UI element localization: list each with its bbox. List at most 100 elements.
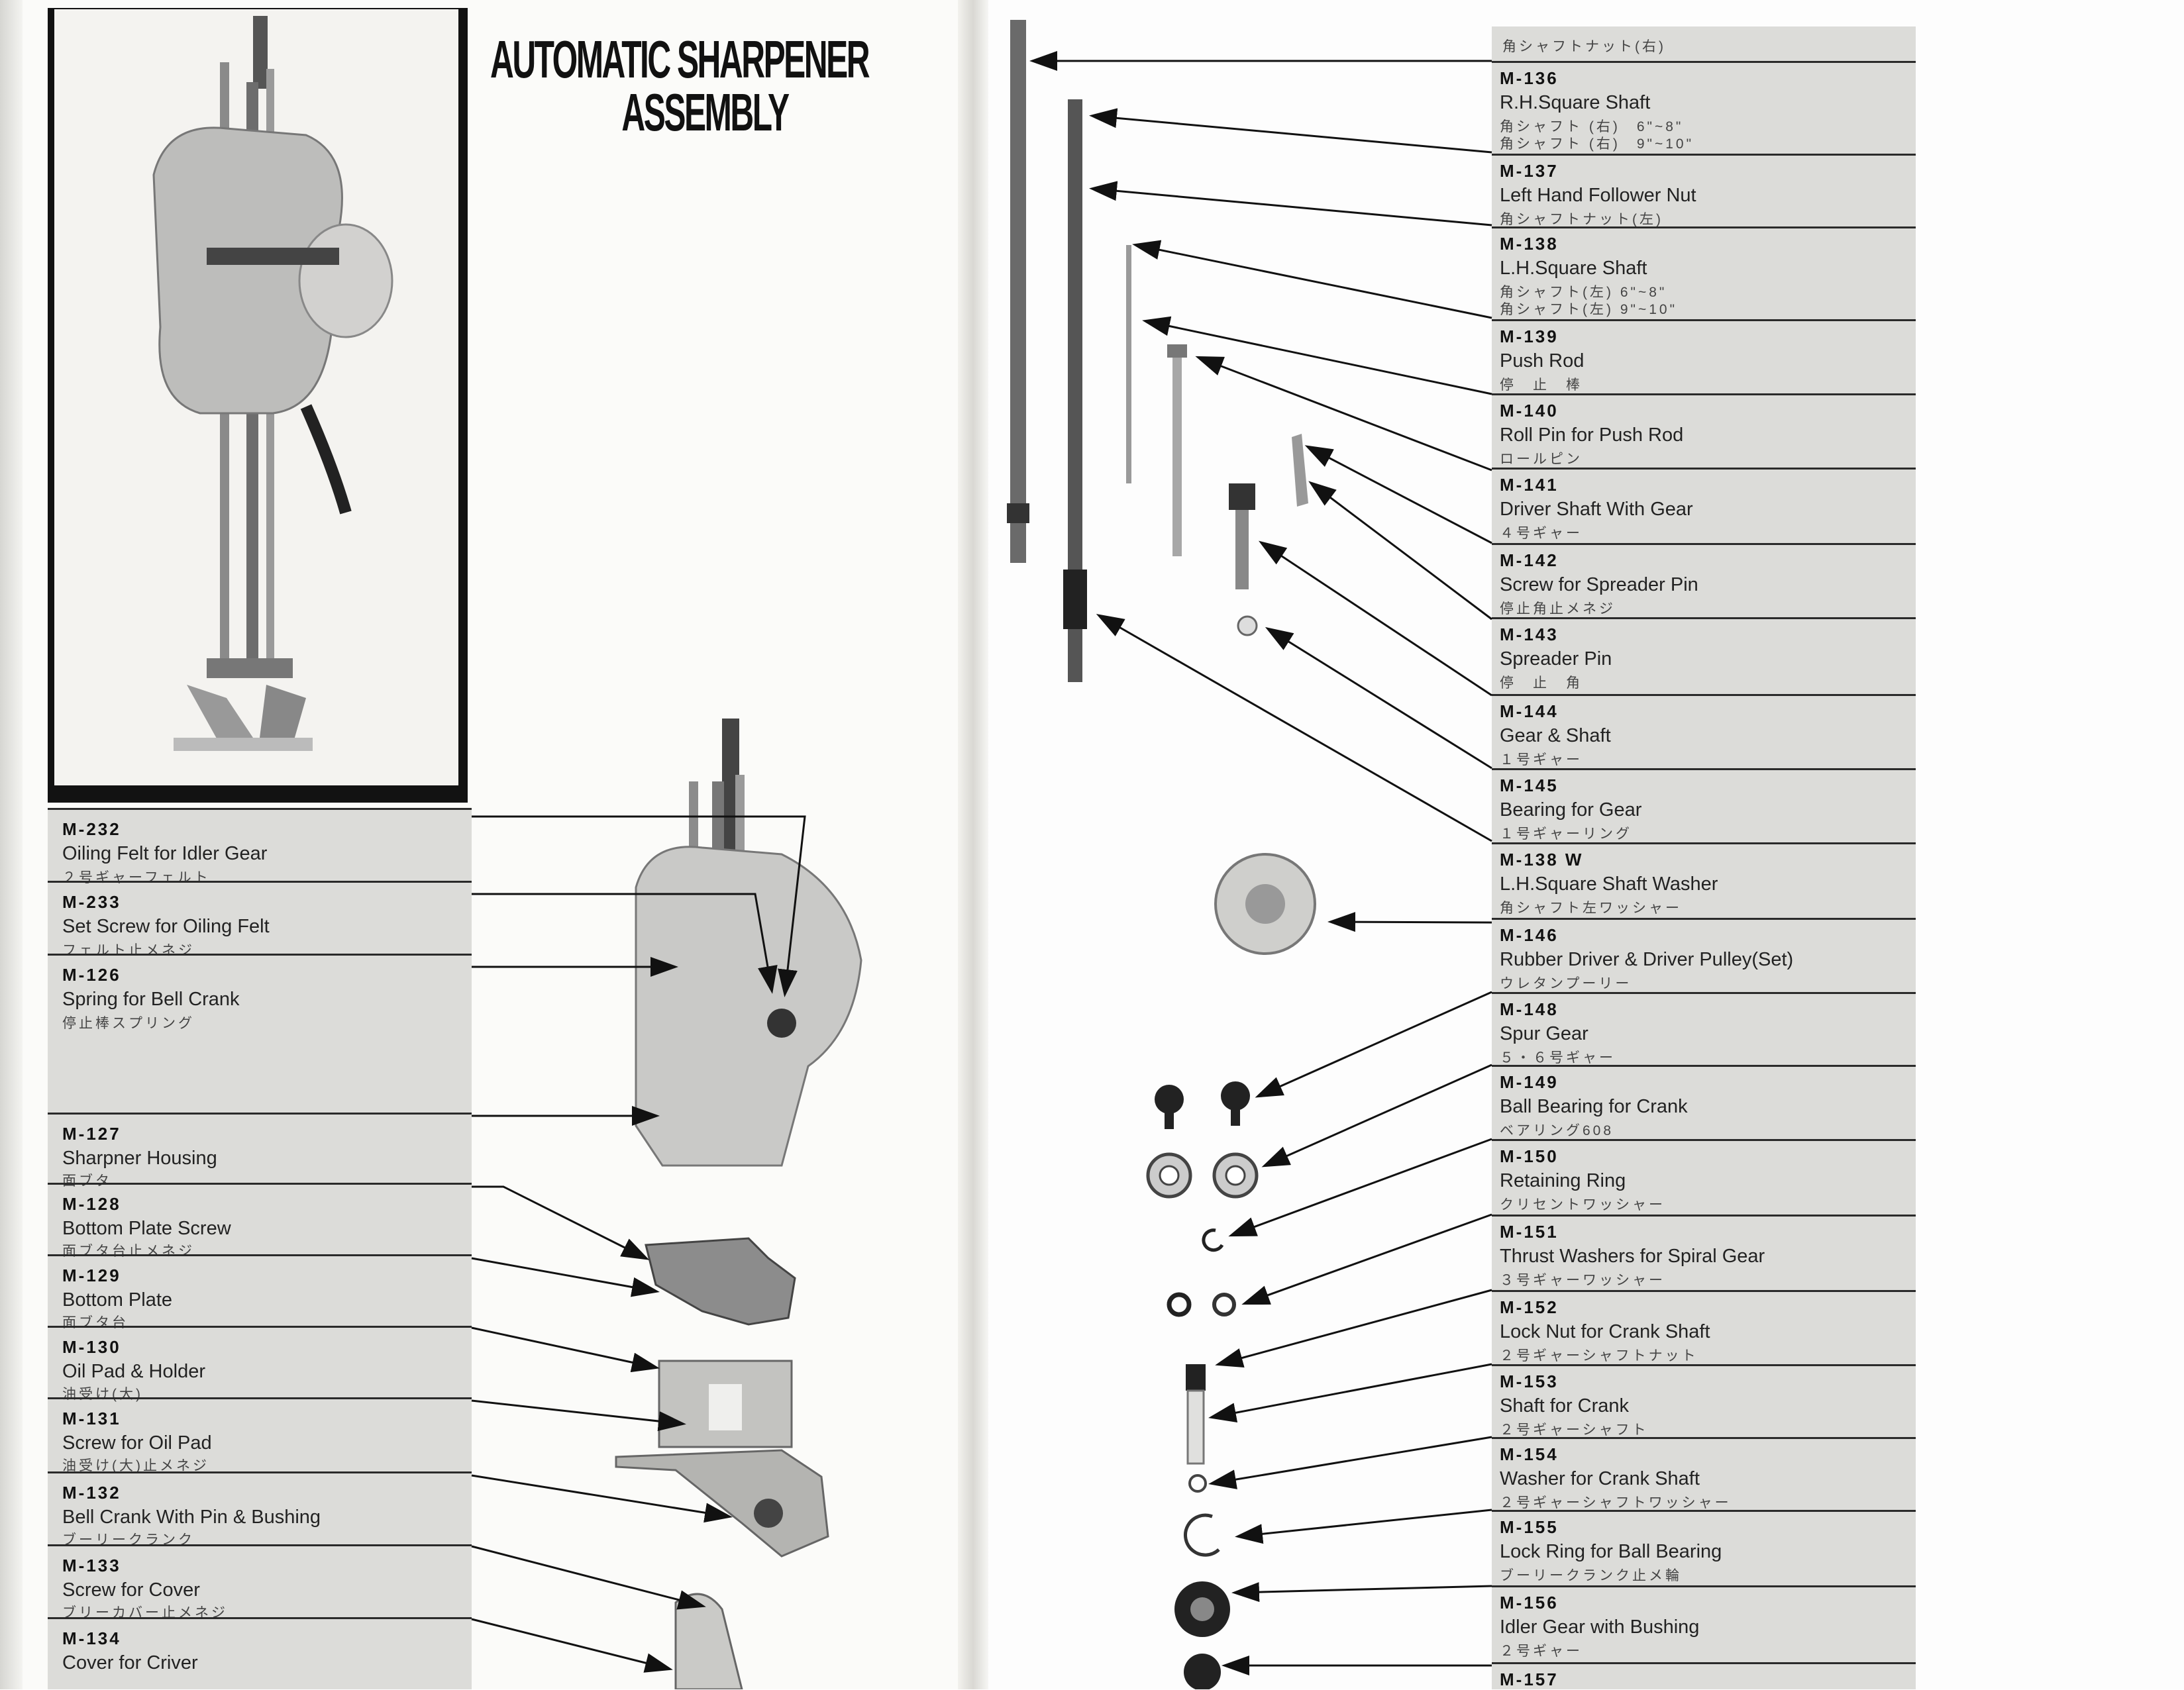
- part-code: M-157: [1500, 1669, 1559, 1689]
- part-code: M-138: [1500, 234, 1559, 254]
- part-name-jp: ２号ギャーシャフトナット: [1500, 1348, 1698, 1364]
- part-name-jp: 角シャフト(左) 6"~8": [1500, 285, 1667, 300]
- part-name-jp: 油受け(大)止メネジ: [62, 1458, 209, 1473]
- gear-shaft-image: [1229, 483, 1255, 589]
- part-name-jp: ２号ギャーシャフト: [1500, 1422, 1649, 1438]
- part-name: Oil Pad & Holder: [62, 1361, 205, 1382]
- part-code: M-136: [1500, 68, 1559, 88]
- part-name: Roll Pin for Push Rod: [1500, 424, 1684, 446]
- list-item: M-149 Ball Bearing for Crank ベアリング608: [1492, 1065, 1916, 1139]
- part-name-jp: 停止角止メネジ: [1500, 601, 1616, 617]
- part-name-jp: 停 止 角: [1500, 675, 1583, 691]
- part-name: Idler Gear with Bushing: [1500, 1616, 1700, 1638]
- part-name-jp: ウレタンプーリー: [1500, 976, 1632, 991]
- part-code: M-138 W: [1500, 850, 1584, 870]
- assembly-photo-illustration: [152, 16, 393, 751]
- part-code: M-144: [1500, 701, 1559, 721]
- push-rod-image: [1126, 245, 1131, 483]
- part-code: M-146: [1500, 925, 1559, 945]
- retaining-ring-image: [1202, 1228, 1224, 1252]
- part-name: Screw for Cover: [62, 1579, 200, 1601]
- part-code: M-152: [1500, 1297, 1559, 1317]
- list-item: M-134 Cover for Criver: [48, 1617, 472, 1689]
- list-item: M-155 Lock Ring for Ball Bearing ブーリークラン…: [1492, 1510, 1916, 1585]
- bottom-plate-image: [645, 1237, 796, 1326]
- part-code: M-155: [1500, 1517, 1559, 1537]
- part-code: M-137: [1500, 161, 1559, 181]
- part-name-jp: 停 止 棒: [1500, 377, 1583, 393]
- part-name-jp: １号ギャー: [1500, 752, 1583, 768]
- part-name-jp: ベアリング608: [1500, 1123, 1614, 1138]
- book-gutter: [958, 0, 988, 1689]
- part-name: Retaining Ring: [1500, 1170, 1626, 1191]
- part-name: Screw for Oil Pad: [62, 1432, 212, 1454]
- part-name: Thrust Washers for Spiral Gear: [1500, 1246, 1765, 1267]
- list-item: M-132 Bell Crank With Pin & Bushing ブーリー…: [48, 1471, 472, 1548]
- part-name-jp: 面ブタ: [62, 1173, 112, 1189]
- list-item: M-127 Sharpner Housing 面ブタ: [48, 1113, 472, 1189]
- list-item: M-143 Spreader Pin 停 止 角: [1492, 617, 1916, 694]
- part-name-jp: ロールピン: [1500, 452, 1583, 467]
- part-name: Washer for Crank Shaft: [1500, 1468, 1700, 1489]
- part-code: M-143: [1500, 624, 1559, 644]
- part-code: M-134: [62, 1628, 121, 1648]
- part-name: Rubber Driver & Driver Pulley(Set): [1500, 949, 1794, 970]
- part-code: M-149: [1500, 1072, 1559, 1092]
- part-code: M-139: [1500, 326, 1559, 346]
- part-name: L.H.Square Shaft: [1500, 258, 1647, 279]
- lock-ring-image: [1184, 1513, 1220, 1557]
- part-name: Bell Crank With Pin & Bushing: [62, 1507, 321, 1528]
- part-code: M-129: [62, 1266, 121, 1285]
- list-item: M-157: [1492, 1662, 1916, 1689]
- part-name-jp: ５・６号ギャー: [1500, 1050, 1616, 1066]
- thrust-washers-image: [1167, 1292, 1236, 1317]
- part-code: M-232: [62, 819, 121, 839]
- part-name-jp: 角シャフトナット(左): [1500, 212, 1663, 227]
- right-parts-list: 角シャフトナット(右) M-136 R.H.Square Shaft 角シャフト…: [1492, 26, 1916, 1689]
- part-name-jp: 角シャフト (右) 6"~8": [1500, 119, 1684, 134]
- part-code: M-127: [62, 1124, 121, 1144]
- part-name: Sharpner Housing: [62, 1148, 217, 1169]
- part-name: Bearing for Gear: [1500, 799, 1642, 820]
- part-code: M-126: [62, 965, 121, 985]
- part-name: Screw for Spreader Pin: [1500, 574, 1698, 595]
- part-name: Gear & Shaft: [1500, 725, 1611, 746]
- part-name: Lock Ring for Ball Bearing: [1500, 1541, 1722, 1562]
- part-name: Spreader Pin: [1500, 648, 1612, 670]
- part-name: Oiling Felt for Idler Gear: [62, 843, 268, 864]
- list-item: M-126 Spring for Bell Crank 停止棒スプリング: [48, 954, 472, 1258]
- part-code: M-150: [1500, 1146, 1559, 1166]
- part-name-jp: ブリーカバー止メネジ: [62, 1605, 228, 1620]
- part-name: R.H.Square Shaft: [1500, 92, 1651, 113]
- part-code: M-141: [1500, 475, 1559, 495]
- assembly-photo: [54, 9, 458, 785]
- part-name: Ball Bearing for Crank: [1500, 1096, 1688, 1117]
- idler-gear-image: [1174, 1581, 1230, 1689]
- list-item: M-153 Shaft for Crank ２号ギャーシャフト: [1492, 1364, 1916, 1438]
- list-item: M-152 Lock Nut for Crank Shaft ２号ギャーシャフト…: [1492, 1290, 1916, 1364]
- part-name-jp: 角シャフトナット(右): [1502, 39, 1666, 54]
- part-code: M-130: [62, 1337, 121, 1357]
- rubber-driver-pulley-image: [1214, 853, 1316, 955]
- part-name-jp: ブーリークランク止メ輪: [1500, 1568, 1682, 1583]
- part-name-jp-alt: 角シャフト (右) 9"~10": [1500, 136, 1694, 152]
- list-item: M-138 W L.H.Square Shaft Washer 角シャフト左ワッ…: [1492, 842, 1916, 918]
- lock-nut-image: [1186, 1364, 1206, 1391]
- title-line-1: AUTOMATIC SHARPENER: [490, 30, 870, 89]
- part-code: M-145: [1500, 775, 1559, 795]
- part-code: M-140: [1500, 401, 1559, 421]
- part-code: M-133: [62, 1556, 121, 1575]
- list-item: M-156 Idler Gear with Bushing ２号ギャー: [1492, 1585, 1916, 1662]
- crank-shaft-image: [1186, 1389, 1205, 1465]
- list-item: M-137 Left Hand Follower Nut 角シャフトナット(左): [1492, 154, 1916, 227]
- part-name-jp: ２号ギャーシャフトワッシャー: [1500, 1495, 1732, 1511]
- part-name: Spur Gear: [1500, 1023, 1588, 1044]
- left-parts-list: M-232 Oiling Felt for Idler Gear ２号ギャーフェ…: [48, 808, 472, 1689]
- list-item: M-133 Screw for Cover ブリーカバー止メネジ: [48, 1544, 472, 1620]
- part-name: Shaft for Crank: [1500, 1395, 1630, 1417]
- part-name: Bottom Plate: [62, 1289, 173, 1311]
- sharpener-housing-image: [635, 719, 862, 1167]
- part-name-jp: ブーリークランク: [62, 1532, 195, 1548]
- lh-square-shaft-image: [1063, 99, 1087, 682]
